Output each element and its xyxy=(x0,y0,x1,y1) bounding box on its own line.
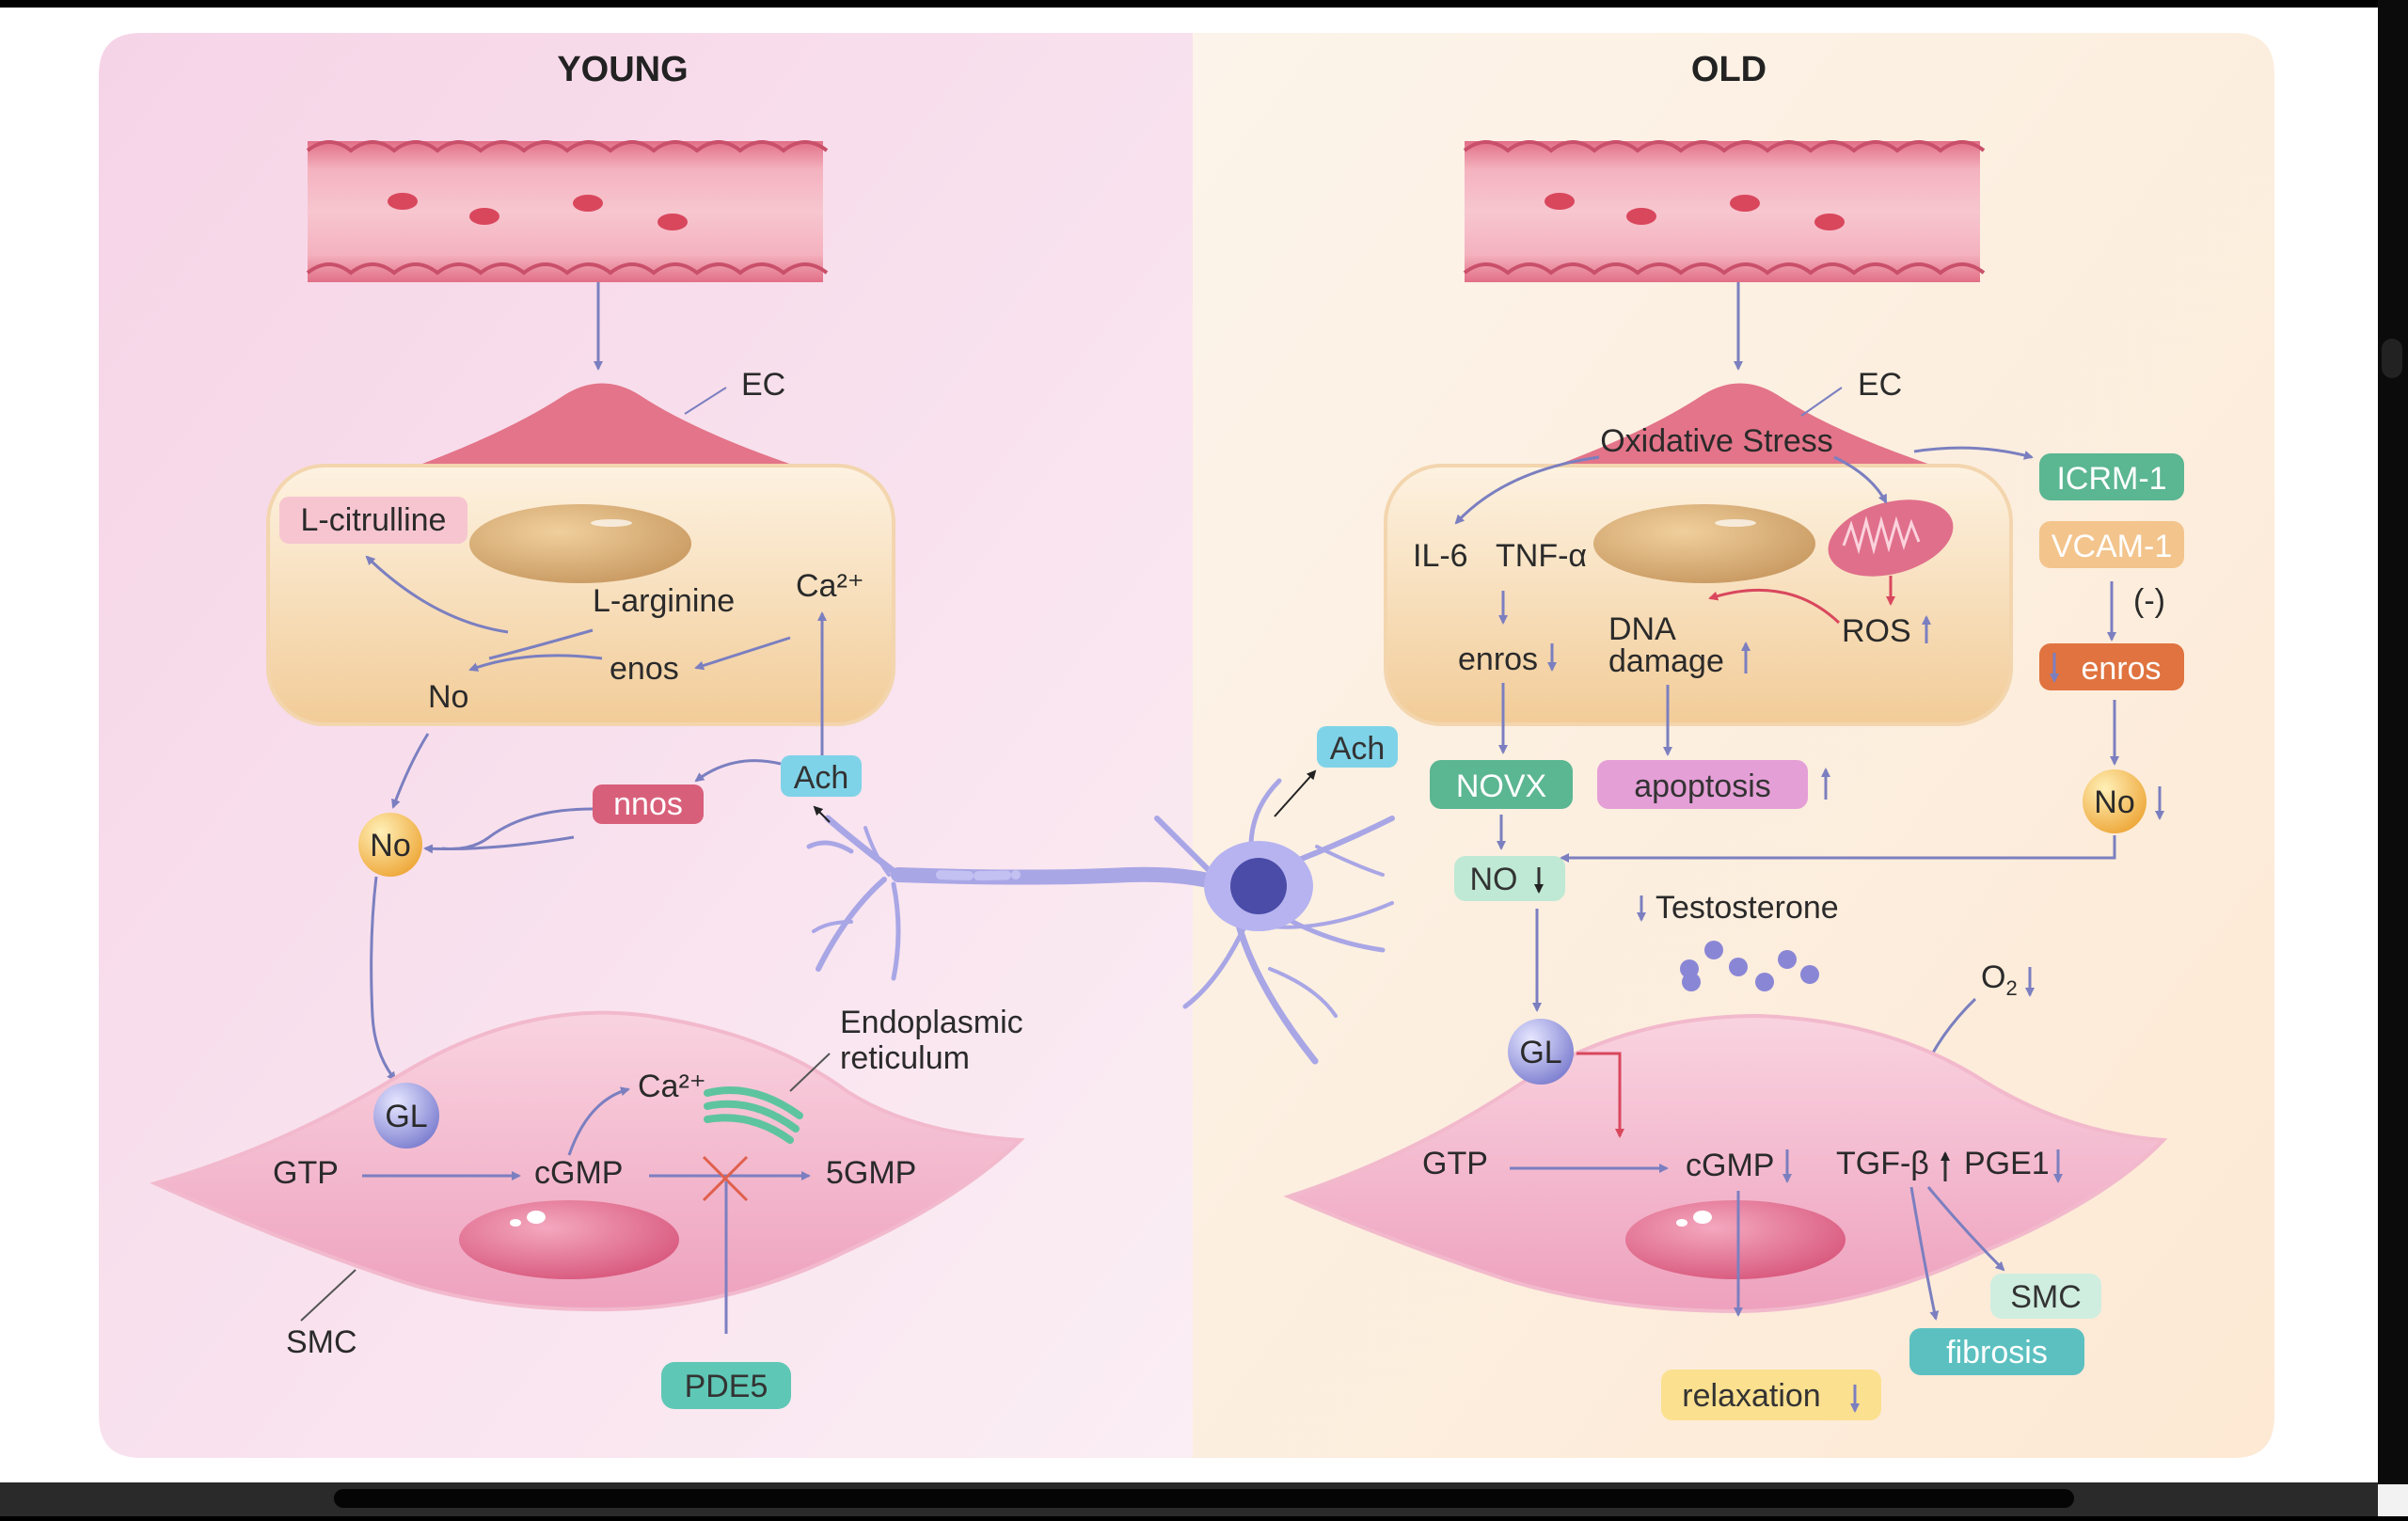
old-ach-label: Ach xyxy=(1330,731,1386,767)
old-title: OLD xyxy=(1691,50,1766,89)
pde5-label: PDE5 xyxy=(685,1369,768,1404)
testosterone-label: Testosterone xyxy=(1656,890,1839,926)
young-gl-ball xyxy=(373,1083,439,1149)
tnf-label: TNF-α xyxy=(1496,538,1587,574)
relaxation-label: relaxation xyxy=(1682,1378,1820,1414)
il6-label: IL-6 xyxy=(1413,538,1468,574)
old-enros-pill-label: enros xyxy=(2081,651,2161,687)
neuron-nucleus xyxy=(1230,858,1287,914)
vcam-pill xyxy=(2039,521,2184,568)
old-gtp-label: GTP xyxy=(1422,1146,1488,1181)
young-gl-label: GL xyxy=(385,1099,427,1134)
icrm-pill xyxy=(2039,453,2184,500)
enos-label: enos xyxy=(610,651,679,687)
apoptosis-pill xyxy=(1597,760,1808,809)
fibrosis-label: fibrosis xyxy=(1946,1335,2048,1370)
endoplasmic-reticulum-icon xyxy=(704,1086,803,1144)
er-label-line1: Endoplasmic xyxy=(840,1005,1023,1040)
icrm-label: ICRM-1 xyxy=(2056,461,2166,497)
nnos-pill xyxy=(593,784,704,824)
young-blood-vessel xyxy=(306,140,829,282)
old-enros-cell-label: enros xyxy=(1458,642,1538,677)
old-ach-pill xyxy=(1317,726,1398,768)
scrollbar-thumb-vertical[interactable] xyxy=(2382,339,2402,378)
o2-label: O2 xyxy=(1981,959,2018,1000)
young-cgmp-label: cGMP xyxy=(534,1155,623,1191)
old-enros-pill xyxy=(2039,643,2184,690)
fibrosis-pill xyxy=(1909,1328,2084,1375)
novx-label: NOVX xyxy=(1456,768,1546,804)
l-citrulline-label: L-citrulline xyxy=(301,502,447,538)
young-gtp-label: GTP xyxy=(273,1155,339,1191)
young-ec-label: EC xyxy=(741,367,785,403)
young-smc-label: SMC xyxy=(286,1324,357,1360)
apoptosis-label: apoptosis xyxy=(1634,768,1771,804)
ros-label: ROS xyxy=(1842,613,1911,649)
l-arginine-label: L-arginine xyxy=(593,583,735,619)
scrollbar-thumb-horizontal[interactable] xyxy=(334,1489,2074,1508)
five-gmp-label: 5GMP xyxy=(826,1155,916,1191)
young-ach-label: Ach xyxy=(794,760,849,796)
young-no-cell-label: No xyxy=(428,679,468,715)
old-no-ball-label: No xyxy=(2094,784,2134,820)
old-gl-label: GL xyxy=(1519,1035,1561,1070)
young-smooth-muscle-cell xyxy=(150,1010,1025,1312)
relaxation-pill xyxy=(1661,1370,1881,1420)
minus-label: (-) xyxy=(2133,583,2165,619)
old-no-pill-label: NO xyxy=(1470,862,1518,897)
old-no-ball xyxy=(2083,769,2147,833)
l-citrulline-box xyxy=(279,497,467,544)
young-title: YOUNG xyxy=(557,50,688,89)
young-ach-pill xyxy=(781,755,862,797)
mitochondrion-icon xyxy=(1828,499,1954,577)
nnos-label: nnos xyxy=(613,786,683,822)
old-gl-ball xyxy=(1508,1019,1574,1085)
old-smc-label: SMC xyxy=(2010,1279,2082,1315)
young-ca-cell-label: Ca²⁺ xyxy=(796,568,864,604)
young-no-ball xyxy=(358,813,422,877)
tgf-label: TGF-β xyxy=(1836,1146,1929,1181)
old-blood-vessel xyxy=(1463,140,1986,282)
old-smc-pill xyxy=(1990,1274,2101,1319)
damage-label: damage xyxy=(1608,643,1724,679)
testosterone-molecules xyxy=(1680,941,1819,991)
oxidative-stress-label: Oxidative Stress xyxy=(1600,423,1833,459)
old-smooth-muscle-cell xyxy=(1283,1013,2168,1314)
young-no-ball-label: No xyxy=(370,828,410,863)
novx-pill xyxy=(1430,760,1573,809)
young-ca-smc-label: Ca²⁺ xyxy=(638,1069,706,1104)
pde5-pill xyxy=(661,1362,791,1409)
pge1-label: PGE1 xyxy=(1964,1146,2050,1181)
old-ec-label: EC xyxy=(1858,367,1902,403)
dna-label: DNA xyxy=(1608,611,1676,647)
vcam-label: VCAM-1 xyxy=(2052,529,2172,564)
er-label-line2: reticulum xyxy=(840,1040,970,1076)
old-cgmp-label: cGMP xyxy=(1686,1148,1774,1183)
